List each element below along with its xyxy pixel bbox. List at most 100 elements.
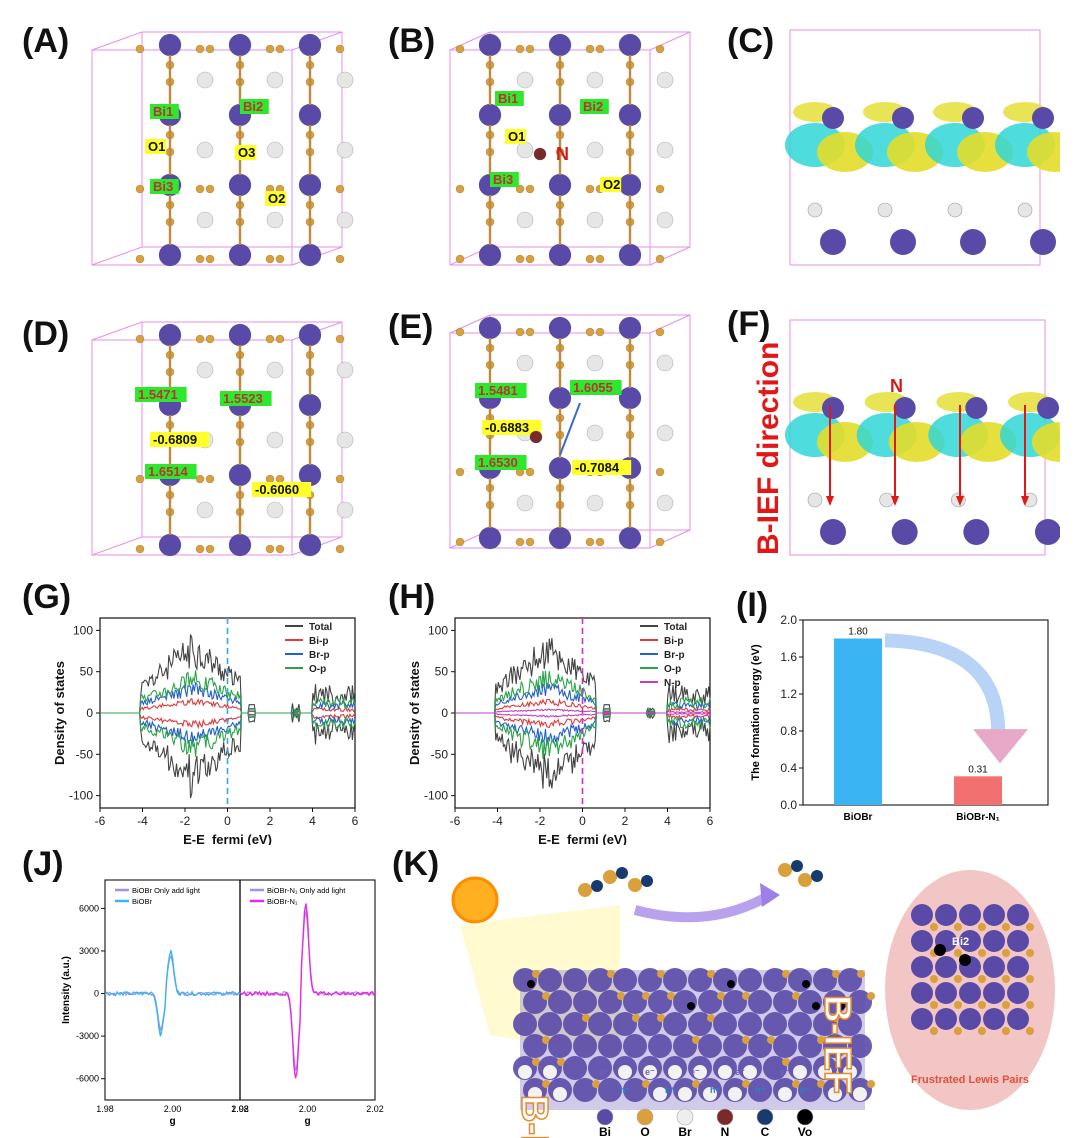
y-tick-label: -6000 [76, 1074, 99, 1084]
br-atom [586, 71, 604, 89]
bi-atom [891, 519, 918, 545]
atom-label-bi3-bg [150, 179, 179, 194]
o-atom [954, 1001, 962, 1009]
o-atom [742, 1080, 750, 1088]
bi-atom [763, 1056, 787, 1080]
o-atom [1026, 923, 1034, 931]
charge-label-5: -0.6060 [255, 482, 299, 497]
bief-direction-label: B-IEF direction [752, 342, 785, 555]
atom-label-n: N [556, 144, 569, 164]
vacancy-atom [837, 1002, 845, 1010]
bi-atom [228, 323, 252, 347]
bi-atom [935, 1008, 957, 1030]
o-atom [275, 544, 285, 554]
o-atom [525, 44, 535, 54]
charge-label-1: 1.5471 [138, 387, 178, 402]
br-atom [877, 202, 893, 218]
field-arrow-head [956, 496, 964, 506]
bar-1 [954, 776, 1002, 805]
bi-atom [538, 1012, 562, 1036]
panel-label-k: (K) [392, 845, 440, 883]
legend-atom-vo [796, 1108, 814, 1126]
o-atom [642, 1080, 650, 1088]
bi-atom [663, 968, 687, 992]
o-atom [525, 254, 535, 264]
o-atom [667, 992, 675, 1000]
bi-atom [548, 456, 572, 480]
y-axis-title: Intensity (a.u.) [61, 956, 72, 1024]
c-atom [616, 867, 628, 879]
y-tick-label: 50 [80, 665, 94, 679]
bar-value-label: 0.31 [968, 764, 988, 775]
br-atom [656, 494, 674, 512]
o-atom [557, 1058, 565, 1066]
o-atom [628, 878, 642, 892]
bi-atom [478, 33, 502, 57]
br-atom [743, 1065, 757, 1079]
x-category-label: BiOBr [844, 812, 873, 823]
br-atom [266, 431, 284, 449]
atom-label-bi1-bg [150, 104, 179, 119]
charge-label-5-bg [252, 482, 312, 497]
bi-atom [822, 107, 844, 129]
plot-frame [802, 619, 1049, 806]
bi-atom [538, 968, 562, 992]
o-atom [542, 1080, 550, 1088]
bi-atom [892, 107, 914, 129]
bi-atom [983, 982, 1005, 1004]
bi-atom [935, 982, 957, 1004]
sun-icon [451, 876, 499, 924]
br-atom [336, 361, 354, 379]
bi-atom [563, 1056, 587, 1080]
epr-line [239, 903, 376, 1079]
br-atom [336, 211, 354, 229]
panel-label-c: (C) [727, 22, 775, 60]
vacancy-atom [687, 1002, 695, 1010]
bi-atom [158, 243, 182, 267]
bi-atom [911, 904, 933, 926]
bi-atom [911, 930, 933, 952]
o-atom [265, 334, 275, 344]
o-atom [867, 992, 875, 1000]
o-atom [135, 474, 145, 484]
o-atom [205, 474, 215, 484]
o-atom [578, 883, 592, 897]
o-atom [195, 184, 205, 194]
o-atom [205, 254, 215, 264]
o-atom [978, 1001, 986, 1009]
o-atom [595, 44, 605, 54]
br-atom [807, 492, 823, 508]
bi-atom [935, 956, 957, 978]
bi-atom [478, 316, 502, 340]
x-axis-title: E-E_fermi (eV) [538, 832, 627, 845]
bi-atom [663, 1012, 687, 1036]
br-atom [586, 494, 604, 512]
br-atom [703, 1087, 717, 1101]
o-atom [867, 1080, 875, 1088]
bi-atom [298, 323, 322, 347]
panel-label-h: (H) [388, 578, 436, 616]
o-atom [832, 970, 840, 978]
o-atom [195, 44, 205, 54]
atom-label-o1: O1 [148, 139, 165, 154]
br-atom [196, 141, 214, 159]
x-tick-label: 4 [309, 814, 316, 828]
y-tick-label: 0 [441, 706, 448, 720]
x-tick-label: -2 [535, 814, 546, 828]
o-atom [205, 44, 215, 54]
y-tick-label: -100 [69, 789, 93, 803]
legend-atom-label: Vo [798, 1125, 812, 1138]
o-atom [954, 1027, 962, 1035]
bi-atom [548, 1034, 572, 1058]
y-tick-label: -3000 [76, 1031, 99, 1041]
bi-atom [723, 1034, 747, 1058]
bar-0 [834, 638, 882, 805]
br-atom [586, 141, 604, 159]
bi-atom [298, 393, 322, 417]
br-atom [516, 494, 534, 512]
o-atom [515, 537, 525, 547]
field-arrow-head [891, 496, 899, 506]
bi-atom [688, 1012, 712, 1036]
o-atom [265, 544, 275, 554]
